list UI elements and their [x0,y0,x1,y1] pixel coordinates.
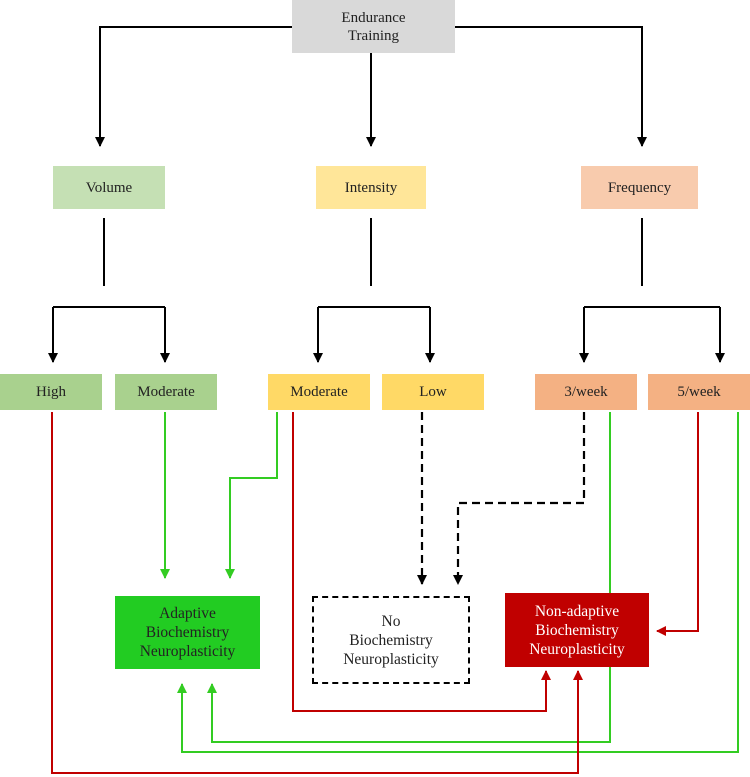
intensity-low-label: Low [419,384,447,400]
link-5week-nonadaptive [656,412,699,636]
frequency-5week-box: 5/week [648,374,750,410]
volume-label: Volume [85,179,133,196]
link-root-frequency [455,26,647,147]
frequency-3week-box: 3/week [535,374,637,410]
link-high-nonadaptive [51,412,583,774]
link-intmoderate-adaptive [225,412,278,579]
frequency-3week-label: 3/week [564,384,608,400]
nonadaptive-outcome-label: Non-adaptive Biochemistry Neuroplasticit… [529,602,625,658]
intensity-moderate-box: Moderate [268,374,370,410]
volume-moderate-label: Moderate [137,384,195,400]
adaptive-outcome-box: Adaptive Biochemistry Neuroplasticity [115,596,260,669]
frequency-5week-label: 5/week [677,384,721,400]
frequency-label: Frequency [607,179,672,196]
frequency-box: Frequency [581,166,698,209]
intensity-low-box: Low [382,374,484,410]
no-change-outcome-label: No Biochemistry Neuroplasticity [343,612,439,668]
link-intmoderate-nonadaptive [292,412,551,712]
link-3week-adaptive [207,412,611,743]
nonadaptive-outcome-box: Non-adaptive Biochemistry Neuroplasticit… [505,593,649,667]
volume-high-label: High [36,384,66,400]
volume-box: Volume [53,166,165,209]
link-5week-adaptive [177,412,739,753]
volume-moderate-box: Moderate [115,374,217,410]
volume-high-box: High [0,374,102,410]
intensity-moderate-label: Moderate [290,384,348,400]
link-root-volume [95,26,292,147]
intensity-box: Intensity [316,166,426,209]
endurance-training-label: Endurance Training [341,9,406,44]
intensity-label: Intensity [344,179,398,196]
endurance-training-box: Endurance Training [292,0,455,53]
link-3week-none [453,412,586,585]
no-change-outcome-box: No Biochemistry Neuroplasticity [312,596,470,684]
adaptive-outcome-label: Adaptive Biochemistry Neuroplasticity [139,605,236,660]
